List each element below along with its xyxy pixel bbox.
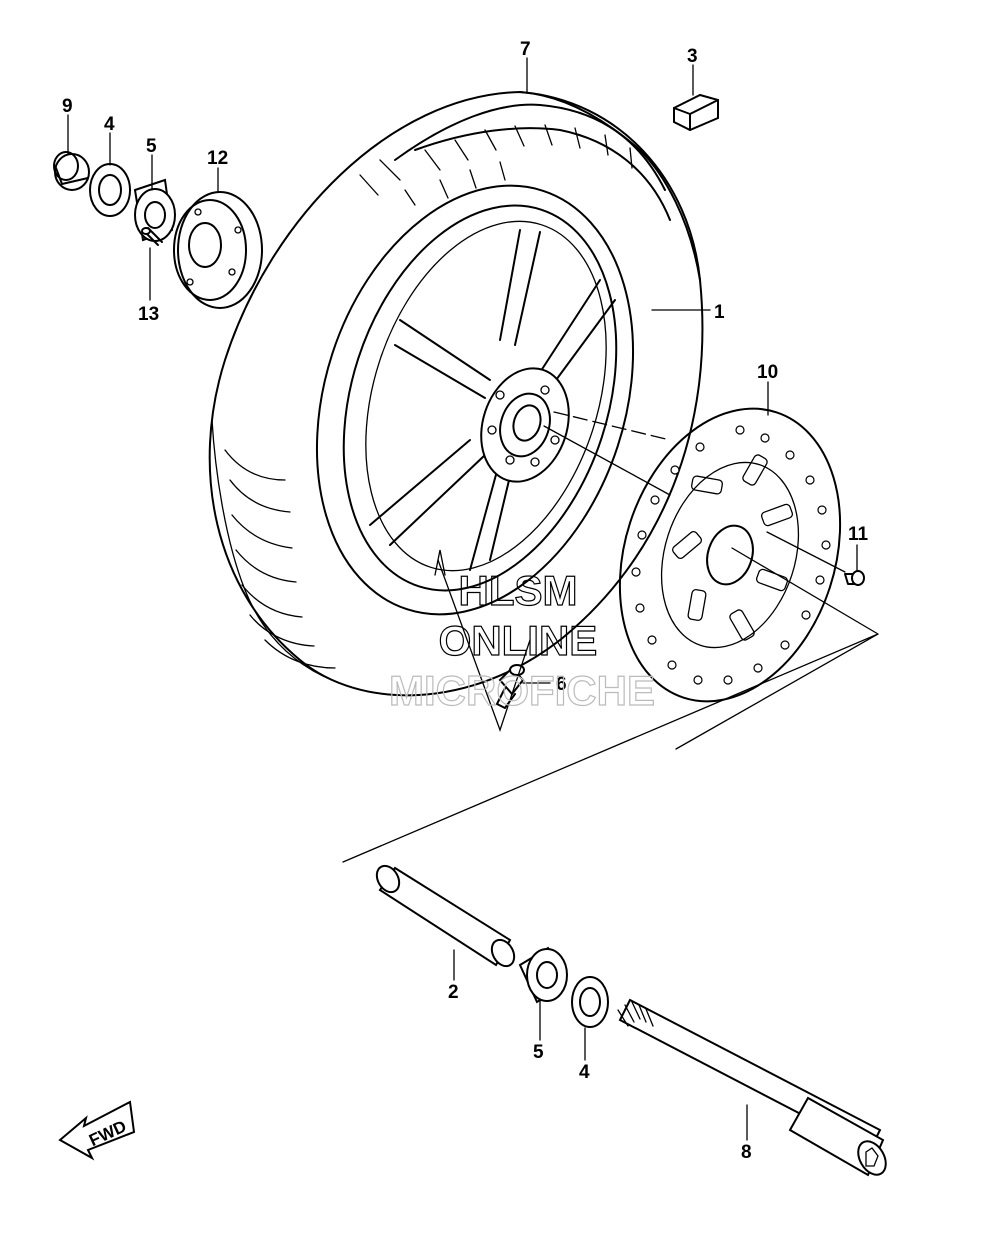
callout-9: 9 (62, 96, 73, 117)
bearing-upper (133, 178, 176, 242)
callout-2: 2 (448, 982, 459, 1003)
assembly-lines (342, 411, 879, 863)
watermark-line-2: ONLINE (439, 617, 598, 664)
disc-bolt (844, 570, 865, 586)
callout-7: 7 (520, 39, 531, 60)
callout-4-lower: 4 (579, 1062, 590, 1083)
callout-numbers: 7 3 9 4 5 12 13 1 10 11 6 2 5 4 8 (62, 39, 869, 1163)
callout-5-lower: 5 (533, 1042, 544, 1063)
callout-6: 6 (556, 674, 567, 695)
collar-spacer (173, 191, 263, 309)
dust-seal (53, 151, 90, 191)
callout-1: 1 (714, 302, 725, 323)
callout-5-upper: 5 (146, 136, 157, 157)
callout-13: 13 (138, 304, 159, 325)
oil-seal-upper (89, 163, 131, 217)
callout-11: 11 (848, 524, 869, 545)
watermark-line-3: MICROFICHE (389, 667, 655, 714)
callout-8: 8 (741, 1142, 752, 1163)
bearing-lower (518, 946, 568, 1004)
tire (208, 91, 704, 697)
wheel-rim (315, 184, 635, 616)
leader-lines (67, 57, 858, 1141)
screw-13 (141, 227, 163, 246)
brake-disc (618, 407, 842, 703)
fwd-arrow-icon: FWD (58, 1100, 136, 1161)
callout-4-upper: 4 (104, 114, 115, 135)
oil-seal-lower (571, 976, 609, 1028)
spacer-tube (375, 864, 516, 968)
watermark-line-1: HLSM (459, 567, 578, 614)
callout-12: 12 (207, 148, 228, 169)
balance-weight (673, 93, 719, 132)
watermark: HLSM ONLINE MICROFICHE (388, 566, 655, 714)
callout-3: 3 (687, 46, 698, 67)
front-axle (617, 998, 887, 1177)
callout-10: 10 (757, 362, 778, 383)
